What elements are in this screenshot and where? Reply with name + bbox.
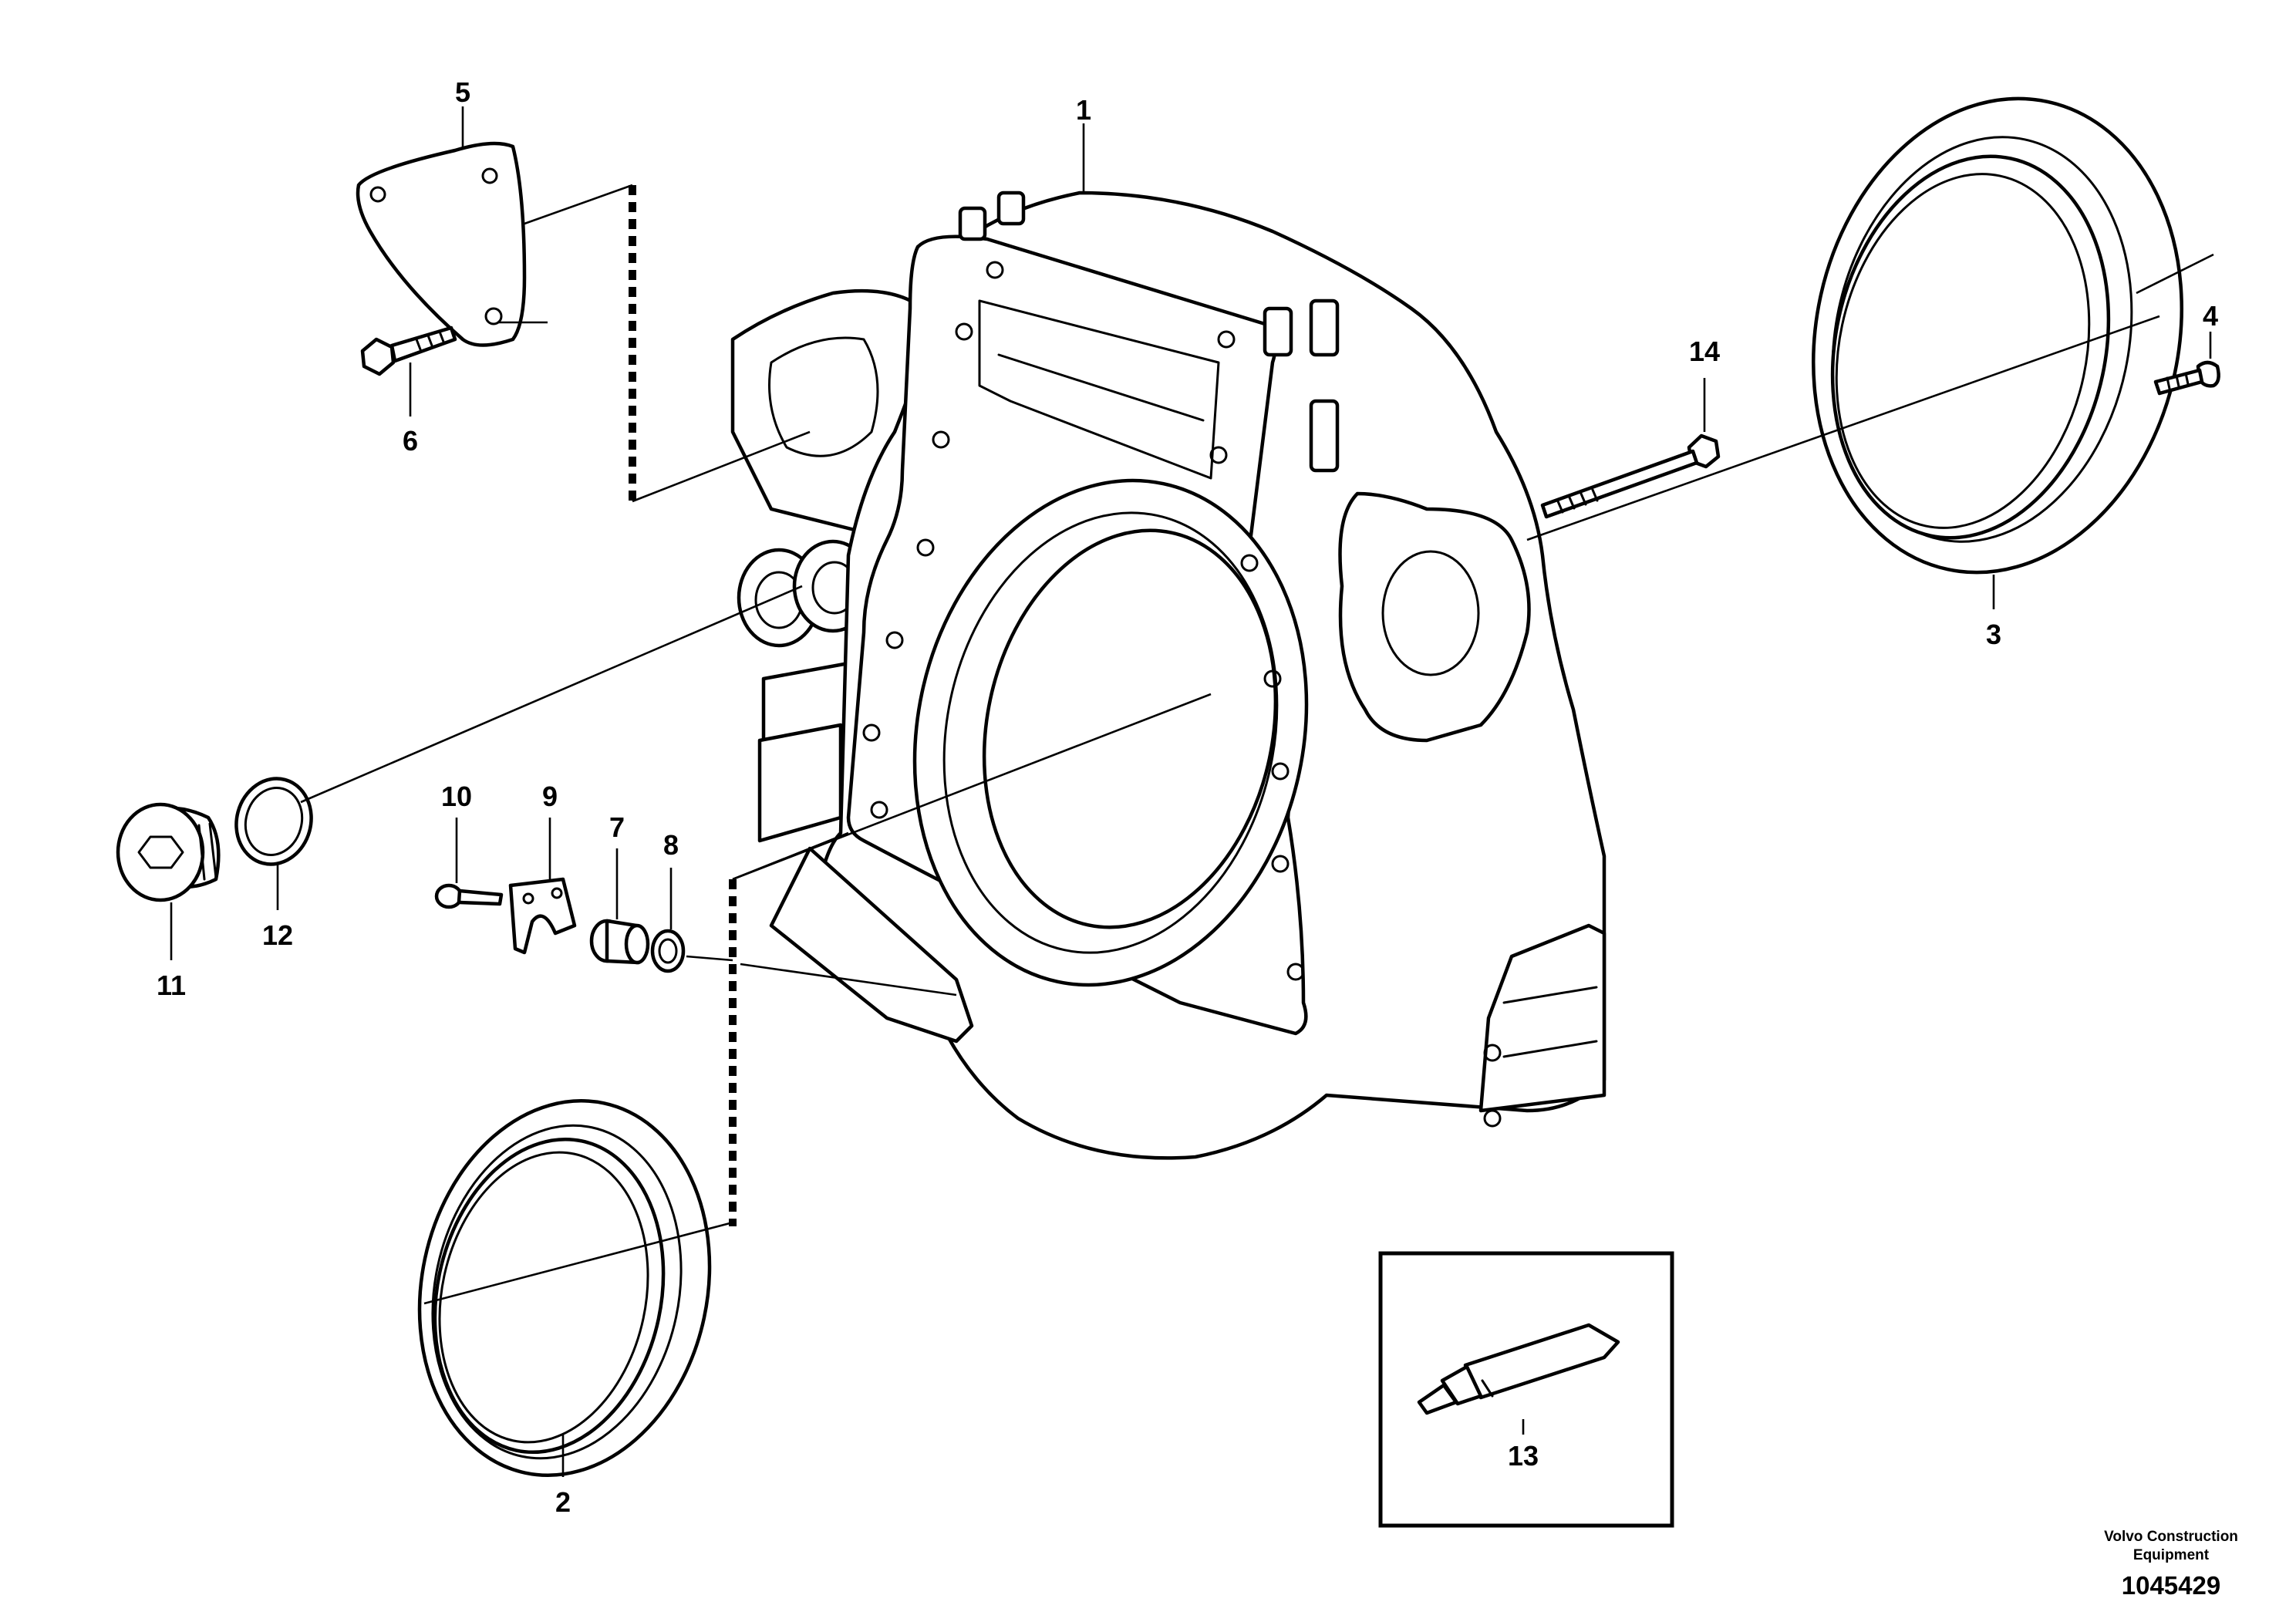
document-number: 1045429 <box>2122 1571 2220 1600</box>
brand-block: Volvo Construction Equipment 1045429 <box>2104 1529 2238 1600</box>
callout-8: 8 <box>663 829 679 861</box>
clamp-bracket-9 <box>508 877 577 955</box>
seal-ring-3 <box>1812 96 2183 575</box>
bolt-10 <box>434 883 504 909</box>
bolt-6 <box>360 325 457 376</box>
callout-5: 5 <box>455 76 470 108</box>
callout-12: 12 <box>262 919 293 951</box>
callout-7: 7 <box>609 811 625 843</box>
callout-3: 3 <box>1986 619 2001 650</box>
callout-2: 2 <box>555 1486 571 1518</box>
callout-13: 13 <box>1508 1440 1539 1472</box>
callout-6: 6 <box>403 425 418 457</box>
callout-4: 4 <box>2203 300 2218 332</box>
washer-8 <box>650 929 686 973</box>
seal-ring-2 <box>417 1099 712 1477</box>
callout-11: 11 <box>157 969 186 1001</box>
o-ring-12 <box>234 777 313 866</box>
screw-4 <box>2153 360 2220 396</box>
sleeve-7 <box>589 919 650 965</box>
callout-9: 9 <box>542 781 558 812</box>
cover-plate <box>356 141 527 347</box>
sealant-inset: 13 <box>1378 1251 1674 1528</box>
brand-line-1: Volvo Construction <box>2104 1529 2238 1545</box>
brand-line-2: Equipment <box>2133 1547 2210 1563</box>
long-bolt-14 <box>1540 433 1721 519</box>
callout-10: 10 <box>441 781 472 812</box>
sealant-tube-13 <box>1417 1323 1620 1415</box>
plug-11 <box>116 802 221 902</box>
callout-14: 14 <box>1689 336 1720 367</box>
callout-1: 1 <box>1076 94 1091 126</box>
flywheel-housing <box>730 191 1607 1160</box>
